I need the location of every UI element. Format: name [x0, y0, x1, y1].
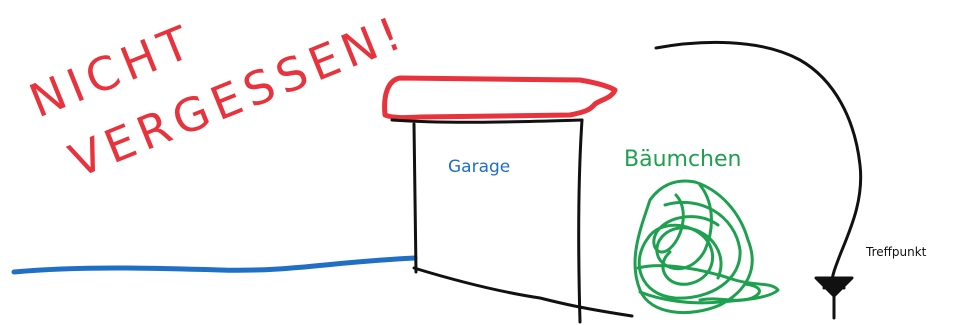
tree-label: Bäumchen: [624, 147, 741, 172]
tree-scribble: [635, 181, 778, 313]
meeting-point-label: Treffpunkt: [865, 245, 927, 259]
garage-top-line: [392, 120, 582, 122]
garage-right-wall: [579, 120, 582, 322]
pin-icon: [816, 278, 852, 318]
water-line: [14, 258, 415, 272]
reminder-note: NICHT VERGESSEN!: [22, 4, 414, 188]
garage-ground-line: [414, 268, 632, 316]
garage-label: Garage: [448, 157, 510, 177]
garage-left-wall: [414, 124, 416, 272]
garage-building: [392, 120, 632, 322]
garage-roof: [385, 78, 615, 118]
